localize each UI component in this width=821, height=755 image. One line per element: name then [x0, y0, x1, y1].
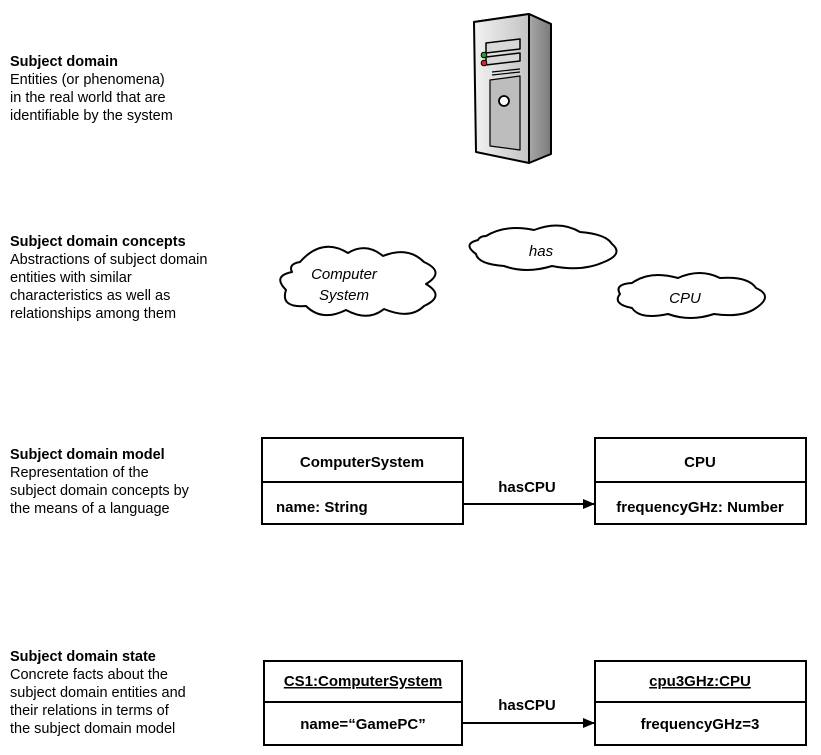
association-hascpu-model: hasCPU [463, 479, 595, 509]
object-name: CS1:ComputerSystem [284, 673, 442, 690]
section-title: Subject domain model [10, 447, 165, 463]
object-name: cpu3GHz:CPU [649, 673, 751, 690]
concept-label: Computer [311, 266, 378, 283]
section-body: Abstractions of subject domain entities … [10, 252, 208, 322]
class-name: ComputerSystem [300, 454, 424, 471]
object-box-cpu3ghz: cpu3GHz:CPU frequencyGHz=3 [594, 660, 807, 746]
section-body: Entities (or phenomena) in the real worl… [10, 72, 173, 124]
class-attribute: frequencyGHz: Number [616, 499, 784, 516]
class-attribute: name: String [276, 499, 368, 516]
concept-cloud-computer-system: Computer System [279, 245, 437, 317]
section-subject-domain-state: Subject domain state Concrete facts abou… [10, 648, 186, 738]
association-label: hasCPU [498, 479, 556, 496]
concept-label: System [319, 287, 369, 304]
object-attribute: name=“GamePC” [300, 716, 425, 733]
section-title: Subject domain concepts [10, 234, 186, 250]
concept-cloud-has: has [468, 224, 618, 271]
object-attribute: frequencyGHz=3 [641, 716, 760, 733]
section-body: Concrete facts about the subject domain … [10, 667, 186, 737]
section-subject-domain-concepts: Subject domain concepts Abstractions of … [10, 233, 207, 323]
object-box-cs1: CS1:ComputerSystem name=“GamePC” [263, 660, 463, 746]
section-subject-domain: Subject domain Entities (or phenomena) i… [10, 53, 173, 125]
computer-tower-icon [473, 13, 552, 164]
section-subject-domain-model: Subject domain model Representation of t… [10, 446, 189, 518]
concept-label: has [529, 243, 554, 260]
association-hascpu-state: hasCPU [462, 697, 595, 728]
association-label: hasCPU [498, 697, 556, 714]
concept-label: CPU [669, 290, 701, 307]
class-box-cpu: CPU frequencyGHz: Number [594, 437, 807, 525]
section-title: Subject domain state [10, 649, 156, 665]
section-body: Representation of the subject domain con… [10, 465, 189, 517]
section-title: Subject domain [10, 54, 118, 70]
concept-cloud-cpu: CPU [616, 272, 766, 319]
class-box-computer-system: ComputerSystem name: String [261, 437, 464, 525]
class-name: CPU [684, 454, 716, 471]
